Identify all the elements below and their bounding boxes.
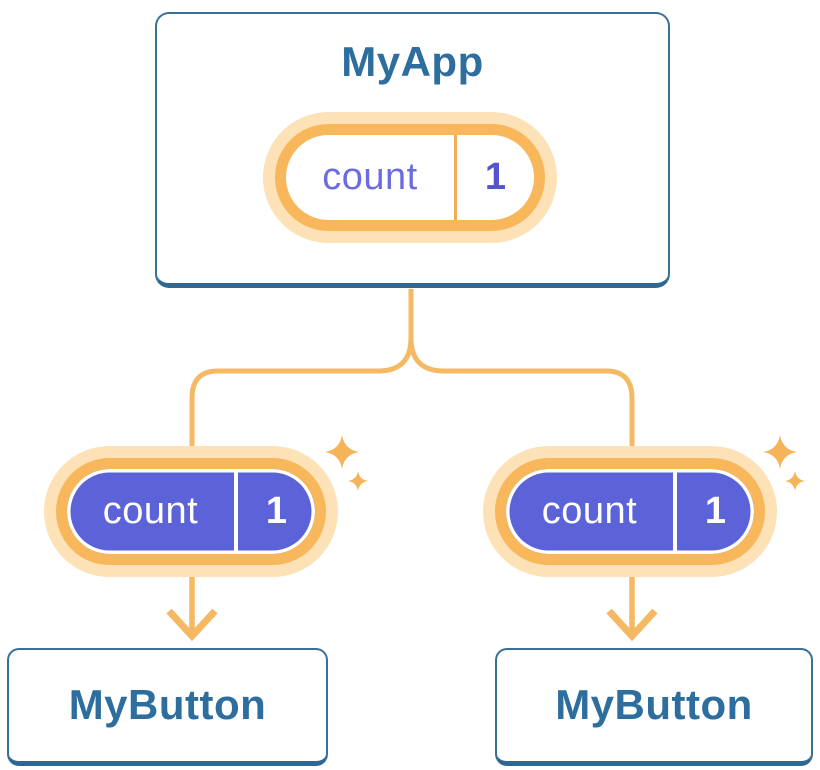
sparkle-icon xyxy=(348,471,368,491)
sparkle-icon xyxy=(763,435,797,469)
branch-line-left xyxy=(189,289,414,450)
prop-pill-left: count 1 xyxy=(44,446,338,577)
arrowhead-icon xyxy=(606,608,658,642)
state-pill-core: count 1 xyxy=(275,124,545,231)
mybutton-title: MyButton xyxy=(68,681,267,729)
state-pill-label: count xyxy=(322,156,418,198)
prop-pill-right: count 1 xyxy=(483,446,777,577)
arrowhead-icon xyxy=(166,608,218,642)
prop-pill-core: count 1 xyxy=(56,458,326,565)
mybutton-component-box-right: MyButton xyxy=(495,648,813,766)
state-pill-value: 1 xyxy=(454,135,534,220)
myapp-title: MyApp xyxy=(341,38,484,85)
sparkle-icon xyxy=(785,471,805,491)
prop-pill-core: count 1 xyxy=(495,458,765,565)
prop-pill-value: 1 xyxy=(234,469,315,554)
prop-pill-value: 1 xyxy=(673,469,754,554)
sparkle-icon xyxy=(325,435,359,469)
mybutton-component-box-left: MyButton xyxy=(7,648,328,766)
branch-line-right xyxy=(408,289,635,450)
prop-pill-label: count xyxy=(102,490,199,532)
state-pill: count 1 xyxy=(263,112,557,243)
mybutton-title: MyButton xyxy=(555,681,753,729)
prop-pill-label: count xyxy=(541,490,638,532)
